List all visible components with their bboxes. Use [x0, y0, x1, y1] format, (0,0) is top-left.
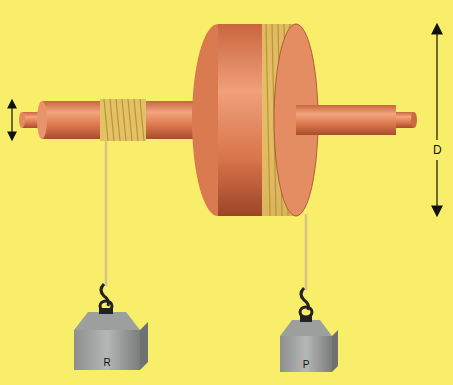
weight-label: R [103, 358, 110, 368]
wheel-dimension-arrow [432, 24, 442, 216]
hook [300, 288, 312, 317]
weight-block: P [282, 338, 330, 370]
weight-label: P [303, 360, 310, 370]
axle-end [37, 101, 47, 139]
axle-dimension-arrow [8, 100, 16, 140]
rope [305, 214, 308, 290]
dimension-label: D [433, 144, 442, 156]
hook [100, 284, 112, 311]
weight-block: R [76, 332, 138, 368]
right-axle [296, 105, 396, 135]
rope [105, 140, 108, 286]
spindle-end [411, 112, 417, 128]
weight-r [74, 308, 148, 370]
axle-rope-coil [100, 99, 146, 141]
weight-p [280, 316, 338, 372]
spindle-end [19, 112, 25, 128]
